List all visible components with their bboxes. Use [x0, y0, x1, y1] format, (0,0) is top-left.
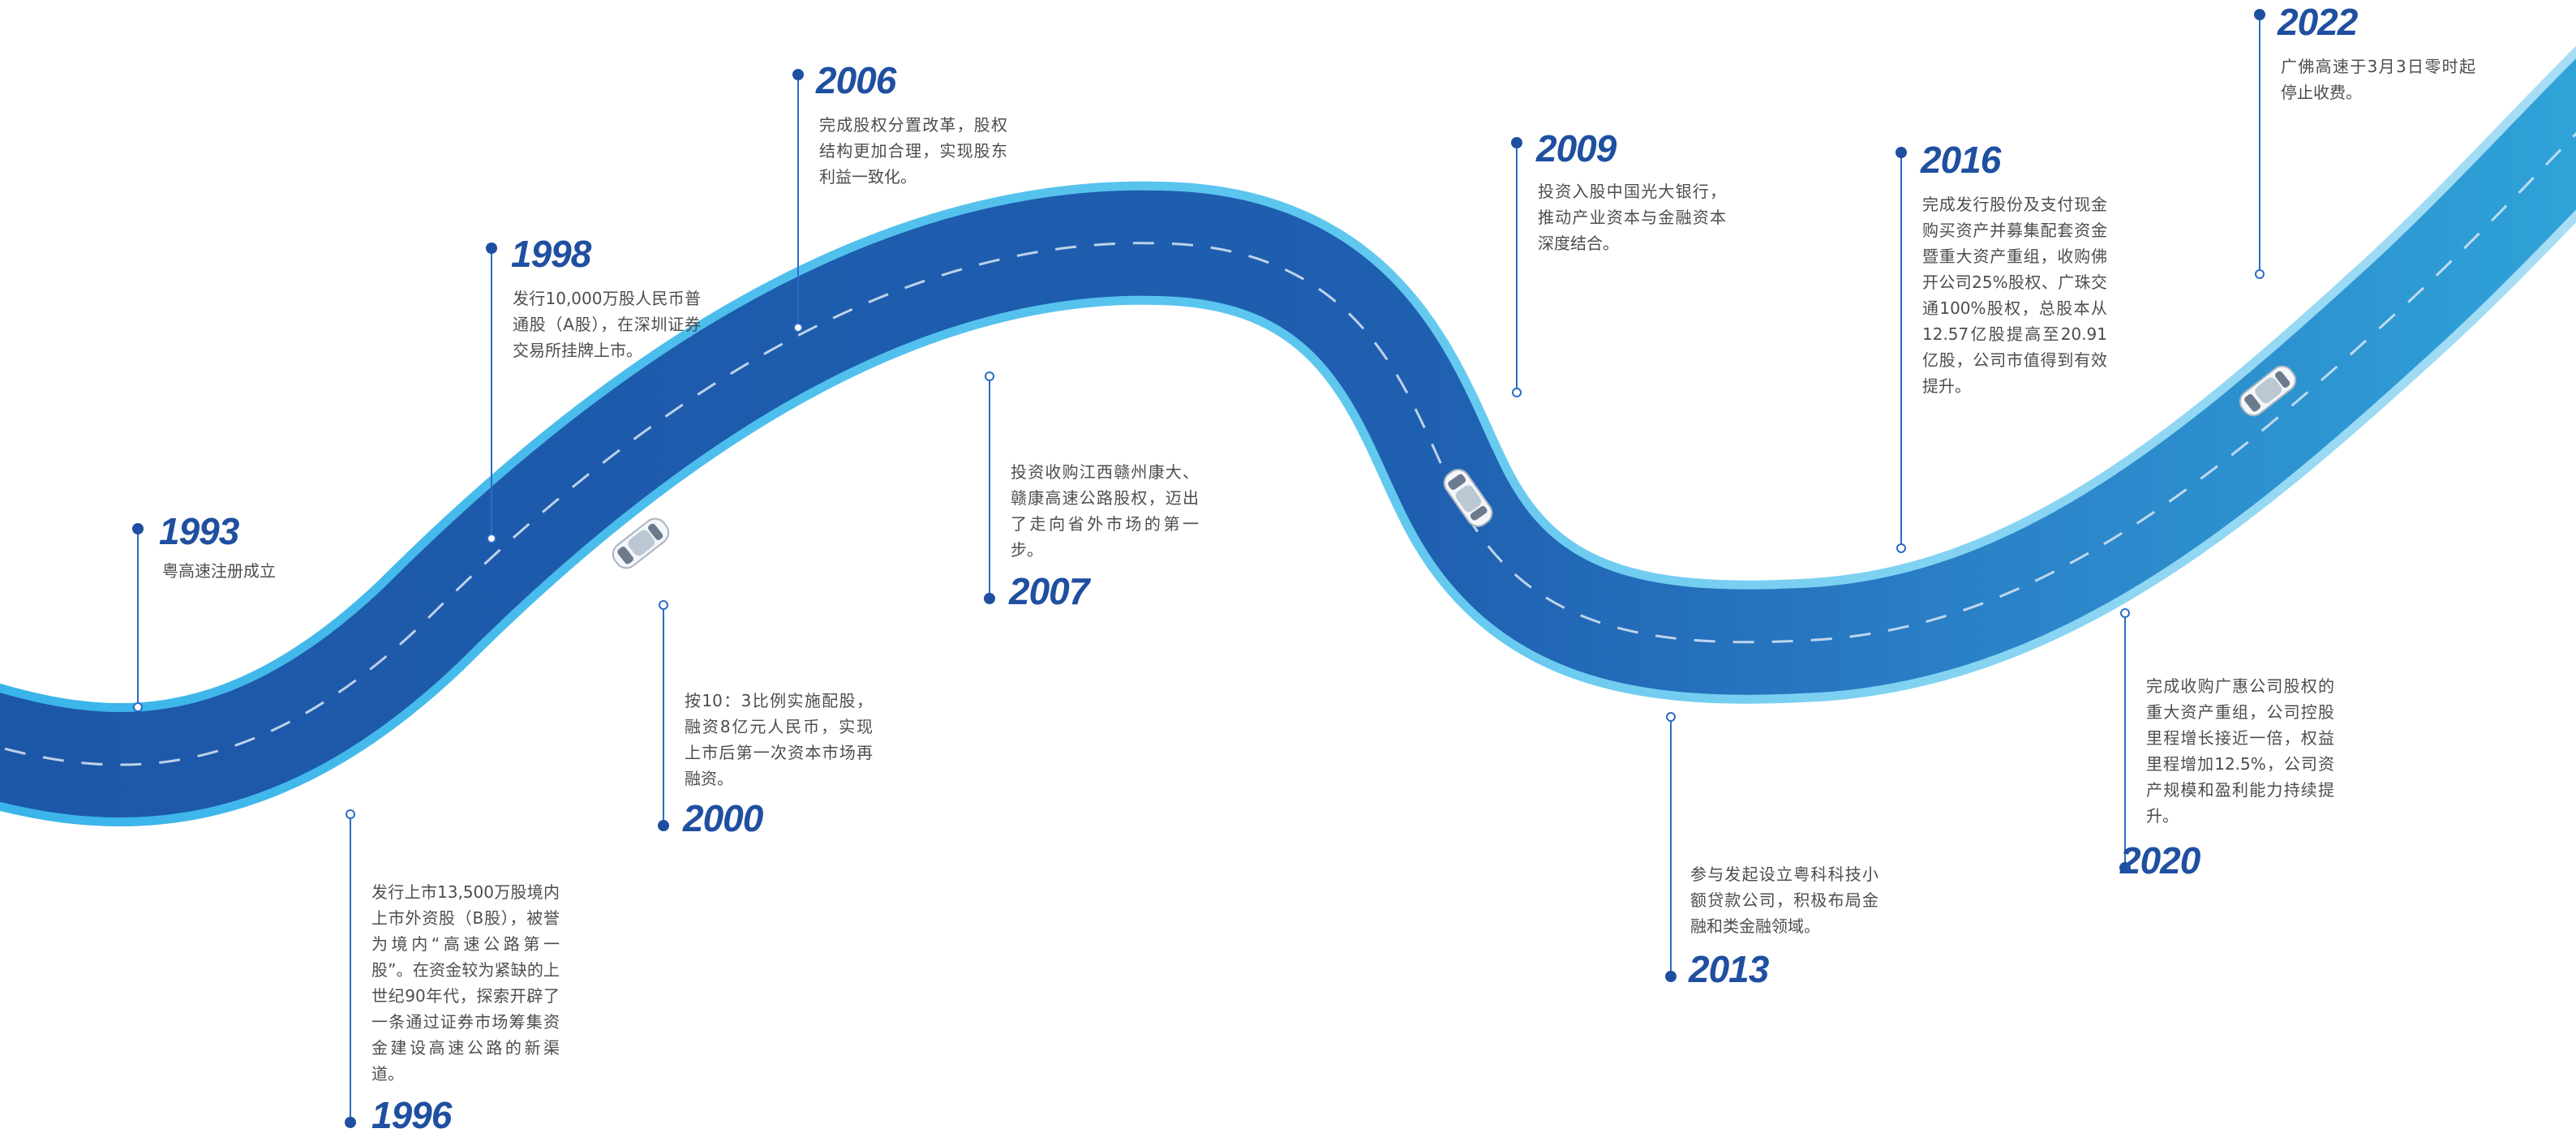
marker-2006: [792, 69, 804, 333]
event-description: 投资入股中国光大银行，推动产业资本与金融资本深度结合。: [1538, 182, 1726, 253]
event-description: 投资收购江西赣州康大、赣康高速公路股权，迈出了走向省外市场的第一步。: [1011, 462, 1199, 560]
event-year: 1996: [371, 1094, 452, 1136]
timeline-markers: [132, 9, 2265, 1128]
road-surface: [0, 58, 2576, 817]
marker-2020: [2119, 608, 2131, 873]
marker-2022: [2254, 9, 2265, 279]
event-year: 1993: [159, 510, 239, 552]
event-description: 按10：3比例实施配股，融资8亿元人民币，实现上市后第一次资本市场再融资。: [685, 691, 873, 788]
event-year: 2022: [2278, 1, 2358, 43]
event-year: 2020: [2120, 839, 2200, 882]
event-description: 发行10,000万股人民币普通股（A股），在深圳证券交易所挂牌上市。: [513, 289, 701, 360]
car-icon: [1443, 469, 1493, 527]
event-description: 广佛高速于3月3日零时起停止收费。: [2281, 57, 2475, 102]
event-year: 2016: [1921, 139, 2001, 181]
road: [0, 45, 2576, 826]
event-year: 2000: [683, 797, 763, 839]
event-year: 2007: [1009, 570, 1089, 612]
car-icon: [2239, 365, 2297, 417]
lane-divider: [0, 131, 2576, 766]
event-description: 发行上市13,500万股境内上市外资股（B股），被誉为境内“高速公路第一股”。在…: [371, 882, 560, 1083]
marker-2016: [1896, 147, 1907, 553]
event-description: 完成股权分置改革，股权结构更加合理，实现股东利益一致化。: [819, 115, 1007, 187]
marker-2000: [658, 600, 669, 831]
marker-2013: [1665, 712, 1677, 982]
event-year: 1998: [511, 233, 591, 275]
event-description: 完成收购广惠公司股权的重大资产重组，公司控股里程增长接近一倍，权益里程增加12.…: [2146, 676, 2334, 826]
marker-1996: [345, 809, 356, 1128]
event-description: 参与发起设立粤科科技小额贷款公司，积极布局金融和类金融领域。: [1690, 865, 1878, 936]
marker-2007: [984, 371, 995, 604]
event-year: 2013: [1689, 948, 1769, 990]
event-year: 2009: [1536, 127, 1616, 169]
marker-1993: [132, 523, 144, 712]
event-description: 完成发行股份及支付现金购买资产并募集配套资金暨重大资产重组，收购佛开公司25%股…: [1922, 195, 2107, 396]
marker-2009: [1511, 137, 1522, 397]
car-icon: [612, 517, 670, 569]
event-year: 2006: [816, 59, 896, 101]
event-description: 粤高速注册成立: [162, 561, 276, 581]
marker-1998: [486, 242, 497, 543]
